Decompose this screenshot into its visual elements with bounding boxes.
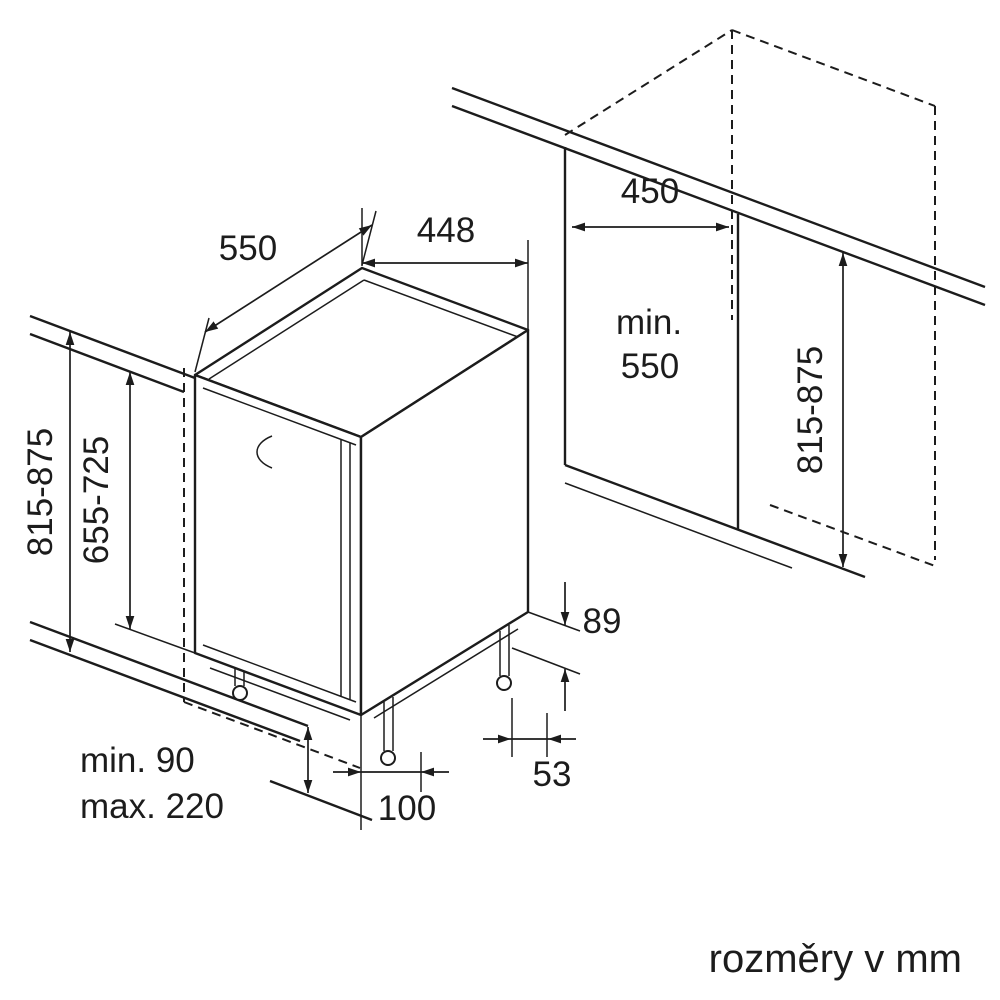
- worktop-lines-left: [29, 314, 196, 394]
- appliance-niche-dashed: [183, 368, 361, 769]
- label-plinth-max: max. 220: [80, 787, 224, 826]
- label-top-width: 448: [417, 211, 475, 250]
- floor-lines: [29, 620, 373, 822]
- label-base-height: 89: [583, 602, 622, 641]
- label-niche-depth-min: min.: [616, 303, 682, 342]
- foot-right: [496, 625, 512, 691]
- label-right-height: 815-875: [791, 346, 830, 474]
- label-top-depth: 550: [219, 229, 277, 268]
- dishwasher-drawing: [193, 266, 530, 830]
- label-niche-depth-value: 550: [621, 347, 679, 386]
- caption-units: rozměry v mm: [709, 937, 962, 981]
- label-niche-width: 450: [621, 172, 679, 211]
- label-door-height: 655-725: [77, 436, 116, 564]
- label-plinth-min: min. 90: [80, 741, 195, 780]
- label-side-gap: 53: [533, 755, 572, 794]
- foot-left-circle: [232, 685, 248, 701]
- label-foot-offset: 100: [378, 789, 436, 828]
- foot-left: [232, 668, 248, 701]
- cabinet-dashed-outline: [564, 29, 936, 567]
- foot-front-circle: [380, 750, 396, 766]
- dimension-labels: 550 448 450 min. 550 815-875 655-725 815…: [21, 172, 962, 981]
- niche-opening: [563, 147, 866, 579]
- label-left-height: 815-875: [21, 428, 60, 556]
- dimension-lines: [65, 208, 848, 793]
- worktop-lines-right: [451, 86, 986, 307]
- foot-right-circle: [496, 675, 512, 691]
- foot-front: [380, 697, 396, 766]
- door-panel: [202, 387, 357, 703]
- door-handle-arc: [256, 435, 273, 469]
